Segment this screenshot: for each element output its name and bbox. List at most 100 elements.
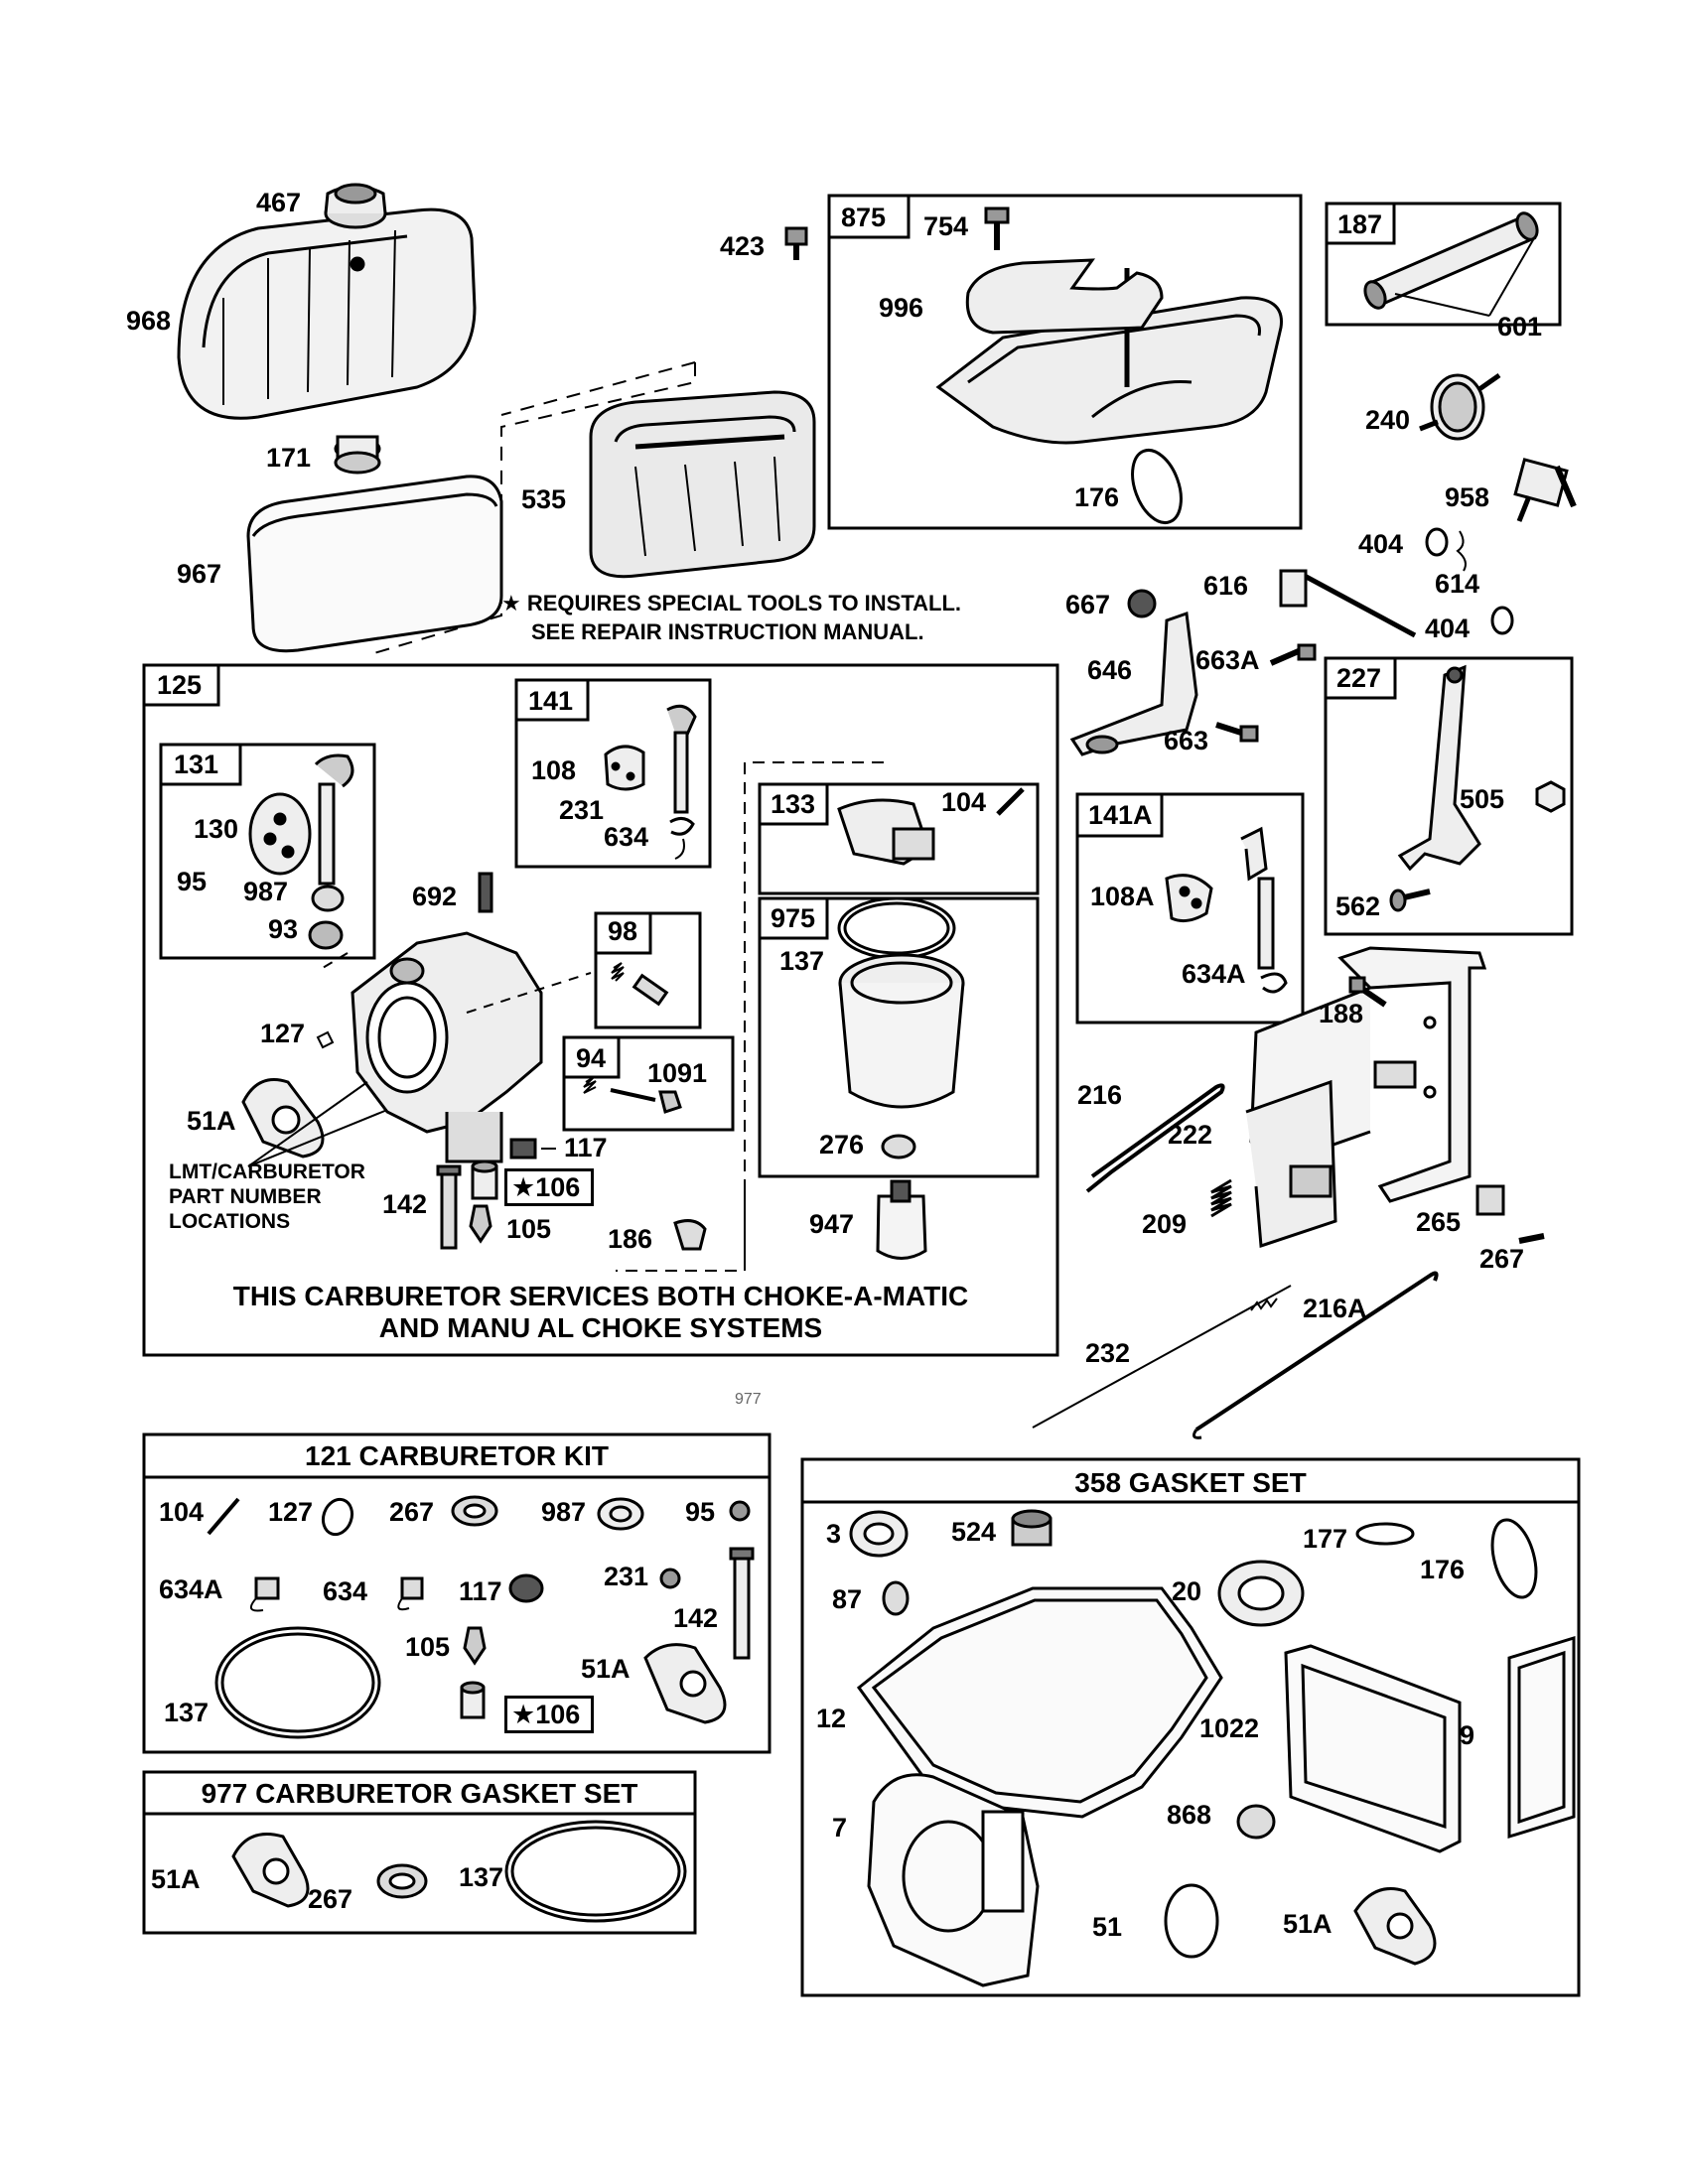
part-label: 634 [323,1576,368,1606]
part-label: 108A [1090,882,1155,911]
box-tag: 133 [771,789,816,819]
air-cleaner-nut [334,435,381,475]
lmt-note-line2: PART NUMBER [169,1185,322,1208]
part-label: 142 [673,1603,719,1633]
link-216a [1192,1271,1439,1439]
throttle-link-216 [1085,1083,1225,1193]
box-358 [800,1457,1581,1997]
throttle-plate-108 [604,745,645,791]
part-label: 634A [1182,959,1246,989]
part-label: 616 [1203,571,1249,601]
part-label: 51A [151,1864,201,1894]
spring-209 [1210,1178,1232,1218]
screw-562 [1389,888,1431,912]
part-label: 265 [1416,1207,1462,1237]
washer-987a [311,885,345,912]
air-cleaner-knob [324,183,387,229]
governor-shaft [1279,569,1417,638]
part-label: 754 [923,211,969,241]
part-label: ★106 [511,1700,581,1729]
box-tag: 94 [576,1043,607,1073]
part-label: 267 [389,1497,435,1527]
base-screw [984,206,1010,250]
part-label: 267 [308,1884,353,1914]
part-label: 967 [177,559,222,589]
part-label: 222 [1168,1120,1213,1150]
part-label: 137 [164,1698,210,1727]
part-label: 423 [720,231,766,261]
part-label: 186 [608,1224,653,1254]
part-label: 1091 [647,1058,708,1088]
part-label: 634A [159,1574,223,1604]
box-tag: 125 [157,670,203,700]
pin-104 [996,787,1025,816]
choke-shaft-131 [314,753,354,886]
part-label: 968 [126,306,172,336]
part-label: 51A [581,1654,631,1684]
part-label: 3 [826,1519,842,1549]
box-94 [562,1035,735,1132]
base-cover-plate [965,258,1164,335]
jet-117 [509,1138,556,1160]
special-tool-box-106-kit [504,1696,594,1733]
part-label: ★106 [511,1172,581,1202]
screw-188 [1348,976,1387,1008]
box-tag: 975 [771,903,816,933]
box-875 [827,194,1303,530]
gasket-set-358-parts [849,1509,1576,1987]
part-label: 130 [194,814,239,844]
float-bowl [838,953,965,1109]
part-label: 177 [1303,1524,1348,1554]
part-label: 404 [1425,614,1471,643]
part-label: 231 [559,795,605,825]
bolt-423 [784,226,808,260]
air-cleaner-cover [177,207,477,420]
part-label: 105 [405,1632,451,1662]
part-label: 404 [1358,529,1404,559]
special-tool-box-106 [504,1168,594,1206]
part-label: 231 [604,1562,649,1591]
part-label: 1022 [1199,1713,1260,1743]
box-tag: 187 [1337,209,1383,239]
part-label: 663A [1195,645,1260,675]
dashed-bowl-group [616,761,884,1272]
box-tag: 131 [174,750,219,779]
part-label: 216 [1077,1080,1123,1110]
part-label: 216A [1303,1294,1367,1323]
part-label: 127 [268,1497,314,1527]
part-label: 868 [1167,1800,1212,1830]
spring-232 [1032,1285,1292,1429]
part-label: 171 [266,443,312,473]
box-tag: 875 [841,203,887,232]
part-label: 535 [521,484,567,514]
part-label: 240 [1365,405,1411,435]
gasket-set-358-header: 358 GASKET SET [1074,1467,1307,1498]
part-label: 93 [268,914,299,944]
part-label: 958 [1445,482,1490,512]
lmt-note-line3: LOCATIONS [169,1210,291,1233]
dashed-guide-lines [366,361,696,656]
part-label: 614 [1435,569,1480,599]
box-187 [1325,202,1562,327]
part-label: 95 [177,867,208,896]
part-label: 663 [1164,726,1209,755]
part-label: 524 [951,1517,997,1547]
fuel-line [1363,211,1539,317]
dashed-carb-lines [322,952,592,1014]
throttle-lever [1397,664,1481,872]
part-label: 137 [779,946,825,976]
part-label: 117 [564,1133,608,1162]
part-label: 646 [1087,655,1133,685]
part-label: 467 [256,188,302,217]
part-label: 505 [1460,784,1505,814]
fuel-valve [1513,458,1577,522]
faint-label: 977 [735,1391,762,1408]
carburetor-caption-line1: THIS CARBURETOR SERVICES BOTH CHOKE-A-MA… [232,1281,969,1311]
screw-663 [1215,722,1259,743]
carburetor-caption-line2: AND MANU AL CHOKE SYSTEMS [378,1312,823,1343]
box-121 [142,1433,772,1754]
part-label: 987 [243,877,289,906]
part-label: 108 [531,755,577,785]
part-label: 51A [187,1106,236,1136]
box-141a [1075,792,1305,1024]
